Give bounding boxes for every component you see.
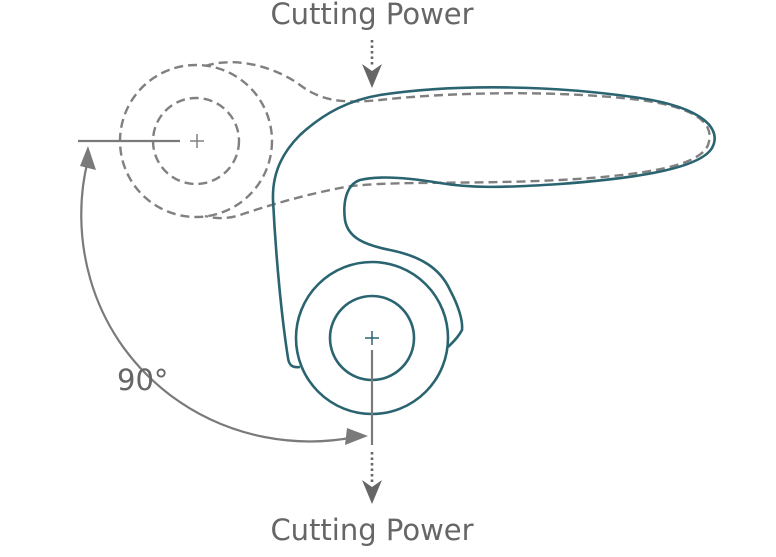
- initial-lever-outline: [204, 61, 711, 220]
- bottom-force-label: Cutting Power: [270, 513, 473, 547]
- final-pivot-crosshair-icon: [365, 331, 379, 345]
- top-force-label: Cutting Power: [270, 0, 473, 31]
- rotation-arc: [80, 159, 356, 443]
- bottom-force-arrow: [362, 452, 382, 504]
- angle-annotation: 90°: [78, 139, 374, 445]
- initial-pivot-crosshair-icon: [190, 134, 204, 148]
- final-lever-position: [271, 86, 716, 416]
- angle-label: 90°: [117, 363, 168, 397]
- arc-arrowhead-top-icon: [80, 146, 96, 170]
- down-arrow-icon: [362, 480, 382, 504]
- initial-lever-position: [118, 61, 711, 220]
- final-lever-outline: [271, 86, 716, 369]
- top-force-arrow: [362, 40, 382, 88]
- arc-arrowhead-bottom-icon: [345, 428, 368, 445]
- down-arrow-icon: [362, 64, 382, 88]
